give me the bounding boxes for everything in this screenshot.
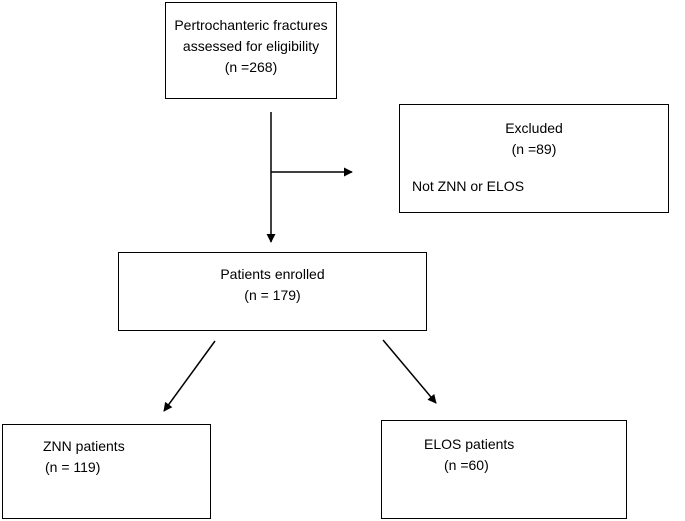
excluded-title: Excluded	[505, 120, 563, 136]
arrow-enrolled-to-elos	[382, 339, 437, 404]
elos-box: ELOS patients (n =60)	[381, 420, 627, 519]
arrow-enrolled-to-znn	[163, 340, 216, 412]
elos-title: ELOS patients	[424, 436, 515, 452]
assessed-line2: assessed for eligibility	[182, 38, 320, 54]
assessed-box: Pertrochanteric fractures assessed for e…	[165, 2, 337, 99]
enrolled-title: Patients enrolled	[220, 266, 325, 282]
znn-title: ZNN patients	[43, 438, 125, 454]
excluded-box: Excluded (n =89) Not ZNN or ELOS	[399, 104, 669, 213]
elos-count: (n =60)	[444, 457, 489, 473]
assessed-count: (n =268)	[224, 59, 278, 75]
enrolled-box: Patients enrolled (n = 179)	[118, 252, 427, 331]
enrolled-count: (n = 179)	[244, 287, 301, 303]
assessed-line1: Pertrochanteric fractures	[174, 17, 328, 33]
znn-box: ZNN patients (n = 119)	[2, 424, 211, 519]
znn-count: (n = 119)	[45, 459, 101, 475]
excluded-count: (n =89)	[511, 141, 557, 157]
excluded-reason: Not ZNN or ELOS	[412, 178, 525, 194]
